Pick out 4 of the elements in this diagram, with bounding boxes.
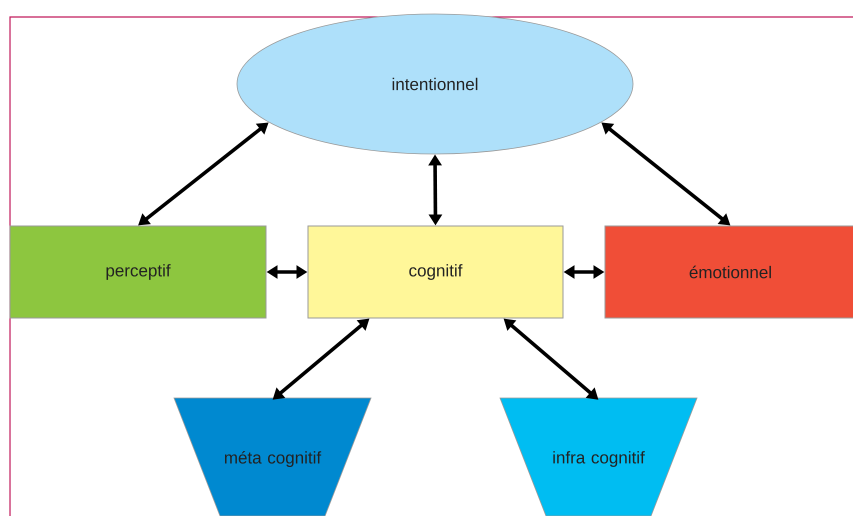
process-box: cognitif xyxy=(308,226,564,318)
process-box: émotionnel xyxy=(604,226,853,318)
process-box: perceptif xyxy=(10,226,266,318)
ellipse-node: intentionnel xyxy=(236,14,634,154)
